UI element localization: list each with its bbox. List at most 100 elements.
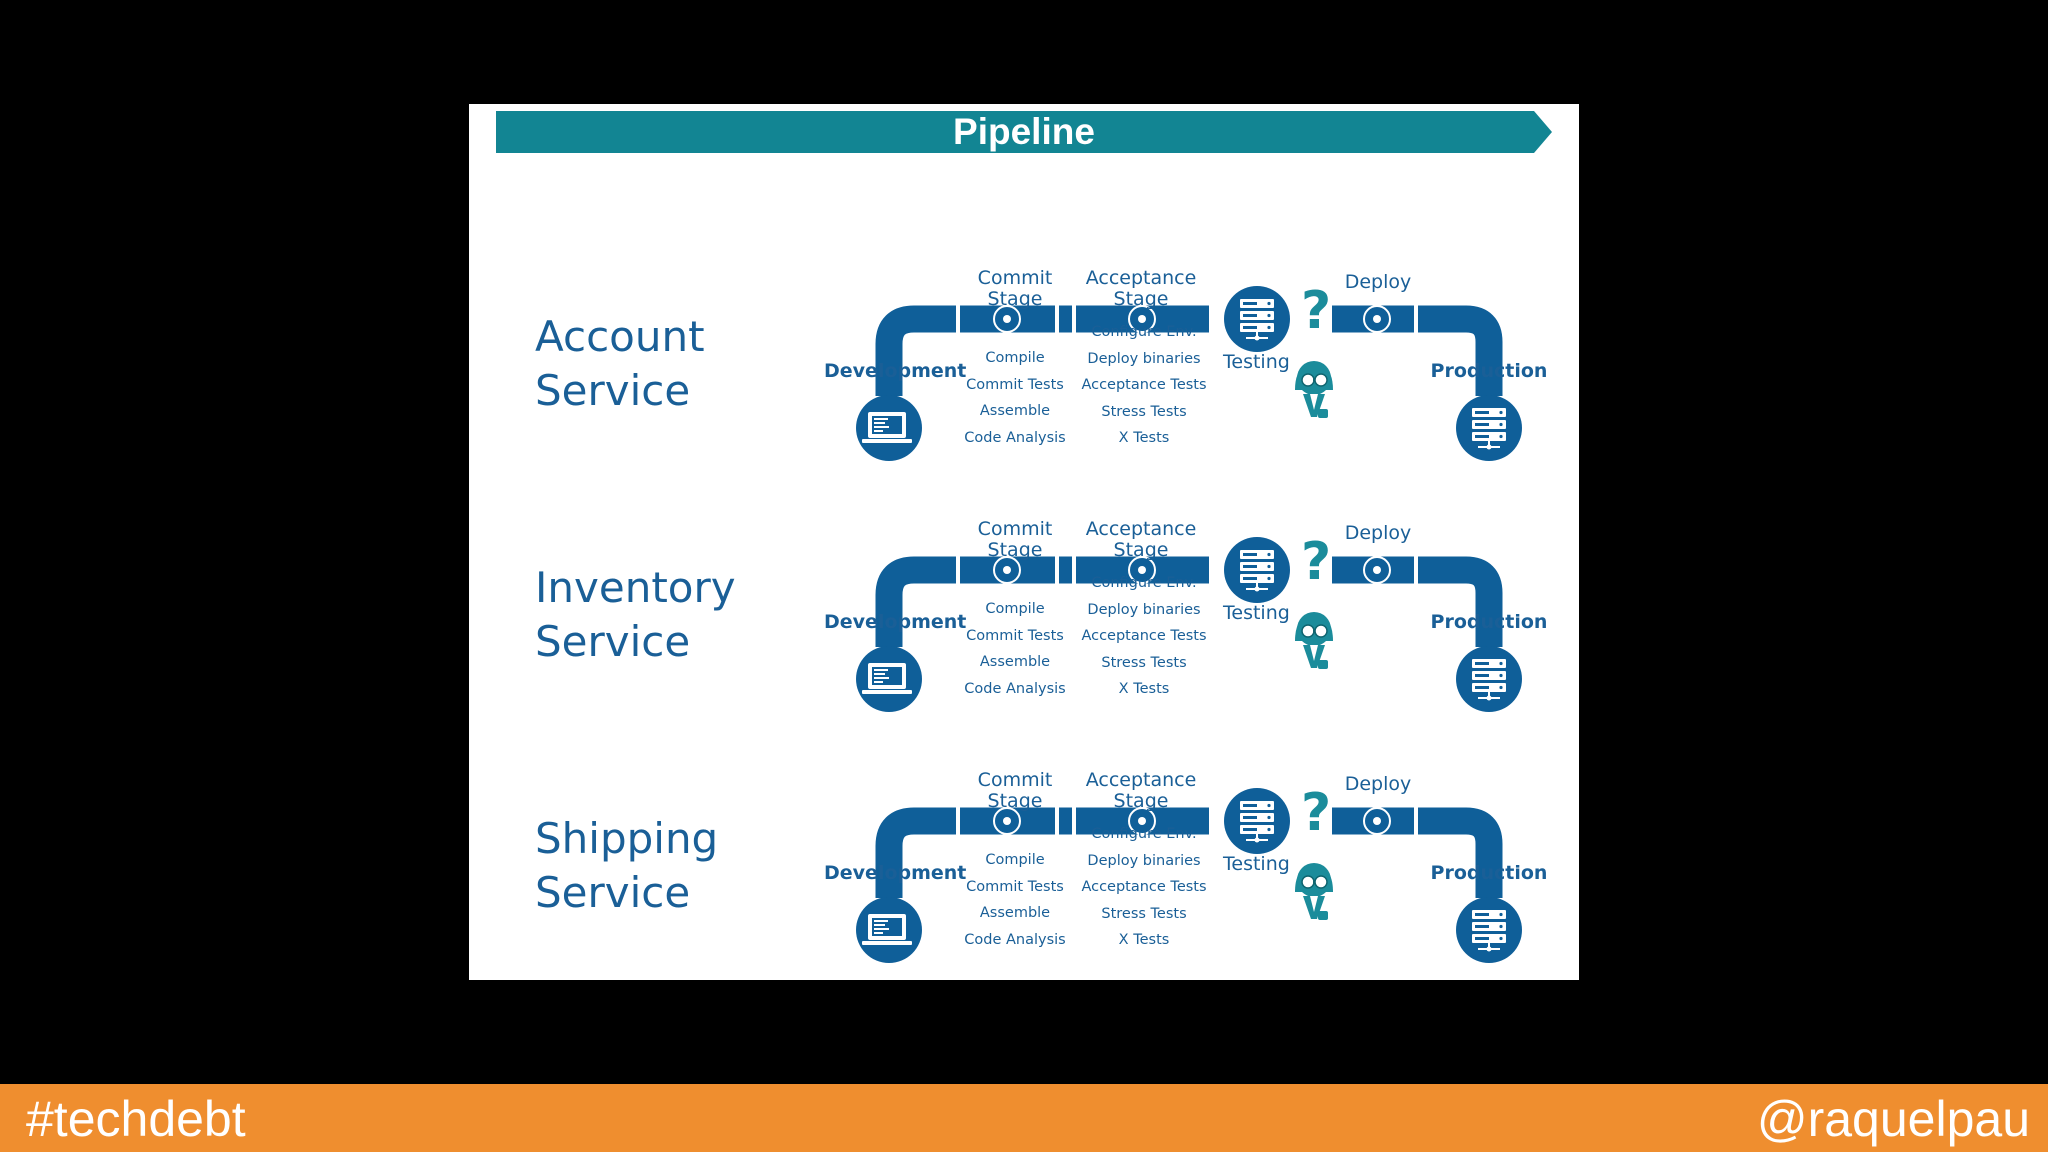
pipe-joint (1055, 554, 1059, 586)
production-label: Production (1430, 360, 1548, 382)
pipe-joint (1414, 303, 1418, 335)
service-name-line2: Service (535, 366, 691, 415)
acceptance-task-item: X Tests (1118, 430, 1170, 446)
acceptance-task-item: Stress Tests (1101, 654, 1187, 671)
acceptance-stage-title: Acceptance Stage (1066, 268, 1216, 310)
commit-stage-title-line2: Stage (987, 790, 1043, 812)
production-label: Production (1430, 862, 1548, 884)
pipe-joint (1072, 303, 1076, 335)
acceptance-task-item: Acceptance Tests (1081, 628, 1207, 644)
tester-icon (1295, 612, 1333, 669)
acceptance-task-item: X Tests (1118, 681, 1170, 697)
development-label: Development (824, 862, 967, 884)
service-name: Inventory Service (535, 561, 736, 669)
laptop-icon (856, 395, 922, 461)
acceptance-stage-title-line1: Acceptance (1085, 518, 1197, 540)
acceptance-task-item: Deploy binaries (1087, 350, 1201, 367)
acceptance-task-item: Configure Env. (1091, 826, 1197, 842)
laptop-icon (856, 897, 922, 963)
pipe-joint (1055, 303, 1059, 335)
commit-task-item: Code Analysis (964, 680, 1066, 697)
acceptance-task-item: Configure Env. (1091, 575, 1197, 591)
service-name: Shipping Service (535, 812, 718, 920)
commit-stage-title-line1: Commit (977, 518, 1053, 540)
commit-task-item: Compile (985, 601, 1045, 617)
commit-stage-title: Commit Stage (950, 519, 1080, 561)
commit-stage-title-line1: Commit (977, 267, 1053, 289)
tester-icon (1295, 361, 1333, 418)
pipe-joint (1072, 805, 1076, 837)
server-icon (1224, 286, 1290, 352)
acceptance-stage-title-line1: Acceptance (1085, 769, 1197, 791)
acceptance-task-item: Deploy binaries (1087, 601, 1201, 618)
production-server-icon (1456, 395, 1522, 461)
development-label: Development (824, 360, 967, 382)
service-row-shipping: Shipping Service (469, 770, 1579, 980)
acceptance-stage-title-line2: Stage (1113, 790, 1169, 812)
service-name-line2: Service (535, 868, 691, 917)
service-name-line1: Inventory (535, 563, 736, 612)
service-name-line1: Shipping (535, 814, 719, 863)
service-row-account: Account Service (469, 268, 1579, 522)
acceptance-task-item: Stress Tests (1101, 905, 1187, 922)
tester-icon (1295, 863, 1333, 920)
acceptance-task-item: X Tests (1118, 932, 1170, 948)
production-server-icon (1456, 646, 1522, 712)
commit-task-item: Commit Tests (966, 878, 1064, 895)
deploy-label: Deploy (1344, 773, 1412, 795)
pipe-right-elbow (1332, 807, 1503, 898)
pipeline-graphic (856, 788, 1522, 963)
deploy-label: Deploy (1344, 522, 1412, 544)
testing-label: Testing (1223, 853, 1290, 875)
pipeline-graphic (856, 537, 1522, 712)
commit-stage-title-line1: Commit (977, 769, 1053, 791)
slide-title: Pipeline (953, 111, 1095, 152)
service-name: Account Service (535, 310, 705, 418)
question-mark: ? (1301, 281, 1332, 341)
pipe-joint (1055, 805, 1059, 837)
production-server-icon (1456, 897, 1522, 963)
server-icon (1224, 537, 1290, 603)
testing-label: Testing (1223, 351, 1290, 373)
pipe-joint (1072, 554, 1076, 586)
service-name-line1: Account (535, 312, 705, 361)
deploy-label: Deploy (1344, 271, 1412, 293)
title-banner: Pipeline (496, 111, 1552, 153)
commit-task-item: Code Analysis (964, 429, 1066, 446)
commit-stage-title: Commit Stage (950, 268, 1080, 310)
commit-task-item: Compile (985, 852, 1045, 868)
commit-stage-title: Commit Stage (950, 770, 1080, 812)
testing-label: Testing (1223, 602, 1290, 624)
commit-task-item: Assemble (979, 403, 1051, 419)
acceptance-task-item: Acceptance Tests (1081, 879, 1207, 895)
acceptance-stage-title-line2: Stage (1113, 288, 1169, 310)
server-icon (1224, 788, 1290, 854)
footer-hashtag: #techdebt (26, 1091, 246, 1147)
commit-task-item: Code Analysis (964, 931, 1066, 948)
pipe-left-elbow (875, 305, 1209, 396)
acceptance-task-item: Acceptance Tests (1081, 377, 1207, 393)
pipe-left-elbow (875, 807, 1209, 898)
commit-task-item: Assemble (979, 654, 1051, 670)
acceptance-stage-title: Acceptance Stage (1066, 519, 1216, 561)
commit-task-item: Assemble (979, 905, 1051, 921)
laptop-icon (856, 646, 922, 712)
acceptance-stage-title: Acceptance Stage (1066, 770, 1216, 812)
pipe-joint (1414, 805, 1418, 837)
acceptance-task-item: Stress Tests (1101, 403, 1187, 420)
service-name-line2: Service (535, 617, 691, 666)
pipeline-graphic (856, 286, 1522, 461)
production-label: Production (1430, 611, 1548, 633)
acceptance-task-item: Deploy binaries (1087, 852, 1201, 869)
question-mark: ? (1301, 783, 1332, 843)
pipe-joint (956, 554, 960, 586)
pipe-right-elbow (1332, 556, 1503, 647)
commit-task-item: Commit Tests (966, 376, 1064, 393)
commit-stage-title-line2: Stage (987, 539, 1043, 561)
acceptance-task-item: Configure Env. (1091, 324, 1197, 340)
